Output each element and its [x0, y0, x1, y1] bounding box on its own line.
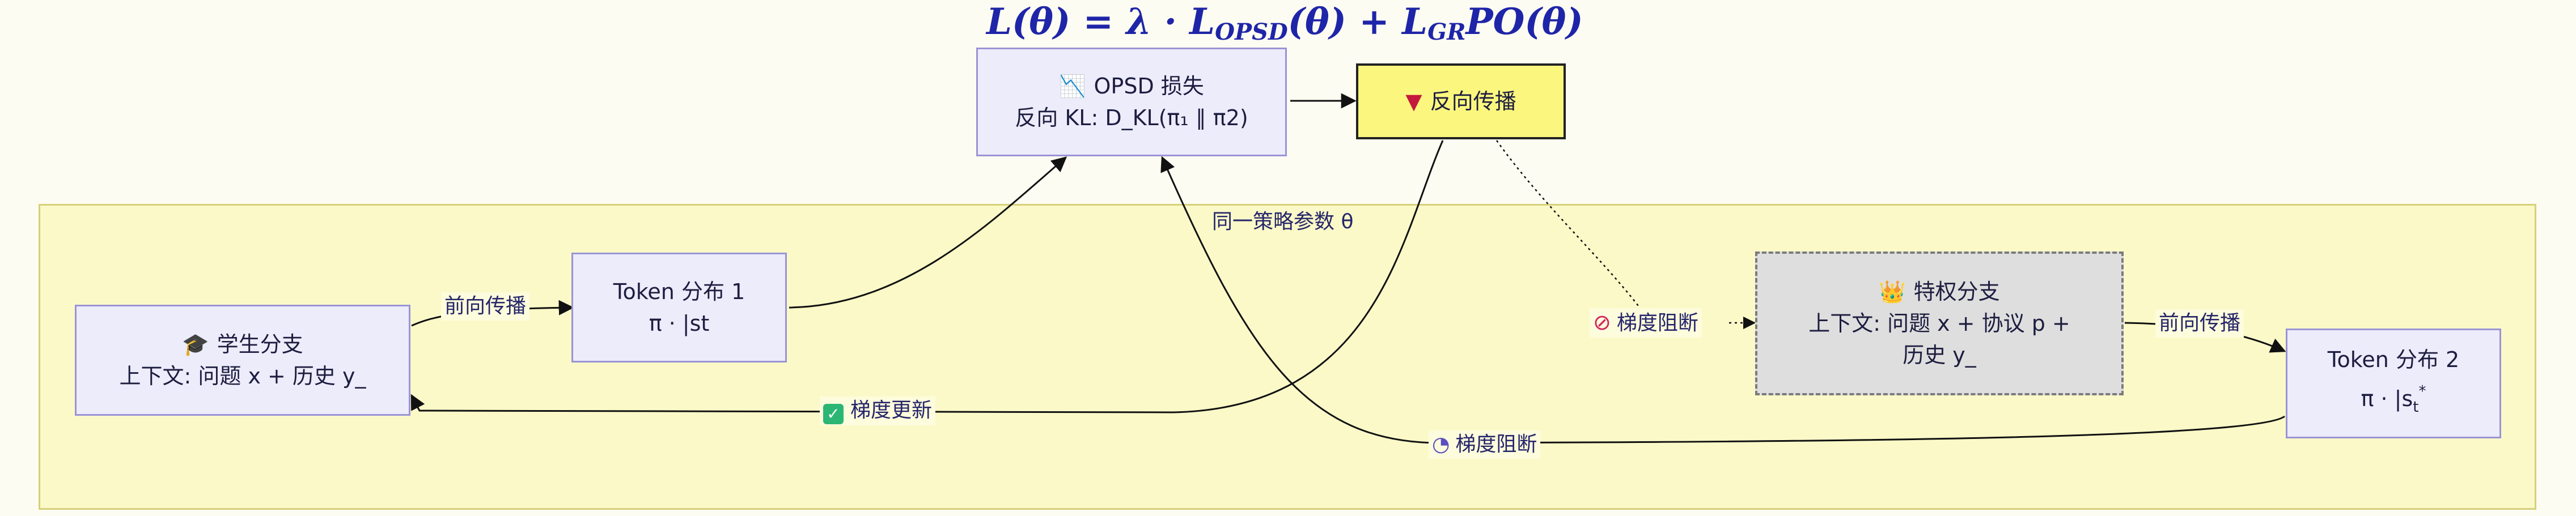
edge-token2-to-opsd	[1160, 156, 2285, 444]
student-branch-node: 🎓学生分支 上下文: 问题 x + 历史 y_	[75, 305, 410, 416]
edge-backprop-to-privileged	[1495, 140, 1639, 306]
down-triangle-icon: ▼	[1405, 89, 1422, 114]
loss-formula: L(θ) = λ · LOPSD(θ) + LGRPO(θ)	[986, 1, 1583, 45]
forward-label-1: 前向传播	[441, 292, 530, 321]
backprop-node: ▼反向传播	[1356, 63, 1566, 139]
token-dist-2-node: Token 分布 2 π · |st*	[2286, 329, 2501, 438]
edge-backprop-to-student	[410, 140, 1444, 413]
privileged-branch-node: 👑特权分支 上下文: 问题 x + 协议 p + 历史 y_	[1755, 251, 2124, 395]
prohibited-icon: ⊘	[1593, 310, 1611, 335]
dial-icon: ◔	[1432, 433, 1450, 456]
crown-icon: 👑	[1879, 279, 1906, 304]
forward-label-2: 前向传播	[2155, 309, 2244, 338]
edge-token1-to-opsd	[789, 156, 1067, 309]
chart-icon: 📉	[1059, 74, 1086, 99]
graduation-cap-icon: 🎓	[182, 332, 209, 357]
grad-update-label: ✓梯度更新	[820, 396, 936, 425]
stop-grad-label-2: ◔梯度阻断	[1429, 430, 1541, 459]
token-dist-1-node: Token 分布 1 π · |st	[571, 253, 787, 363]
check-icon: ✓	[823, 404, 844, 424]
opsd-loss-node: 📉OPSD 损失 反向 KL: D_KL(π₁ ∥ π2)	[976, 48, 1287, 156]
group-label: 同一策略参数 θ	[1212, 210, 1354, 233]
stop-grad-label-1: ⊘梯度阻断	[1590, 308, 1702, 338]
